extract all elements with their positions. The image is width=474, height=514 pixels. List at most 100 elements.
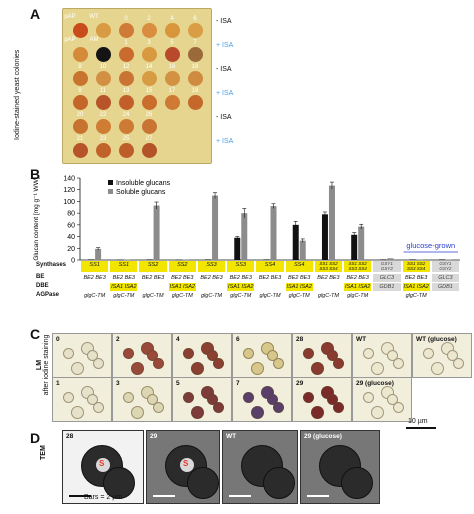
table-cell: BE2 BE3 xyxy=(288,275,311,281)
colony xyxy=(188,71,203,86)
colony-number: 24 xyxy=(122,112,130,118)
panel-label-b: B xyxy=(30,166,41,182)
colony-number: 3 xyxy=(147,40,151,46)
table-cell: glgC-TM xyxy=(259,293,281,299)
table-cell: SS3 xyxy=(227,261,255,272)
yeast-cell xyxy=(363,348,374,359)
colony-number: 11 xyxy=(99,88,107,94)
yeast-cell xyxy=(423,348,434,359)
colony xyxy=(73,47,88,62)
colony-number: 21 xyxy=(76,136,84,142)
table-cell: ISA1 ISA2 xyxy=(344,283,372,291)
yeast-cell xyxy=(273,358,284,369)
colony xyxy=(188,23,203,38)
lm-image-label: 28 xyxy=(296,336,304,343)
yeast-cell xyxy=(273,402,284,413)
colony xyxy=(142,119,157,134)
table-cell: BE2 BE3 xyxy=(141,275,165,281)
lm-image: 28 xyxy=(292,333,352,378)
table-cell: SS1 SS2 SS3 SS4 xyxy=(314,261,343,272)
colony-number: 17 xyxy=(168,88,176,94)
tem-cell xyxy=(263,467,295,499)
table-cell: SS1 SS2 SS3 SS4 xyxy=(344,261,372,272)
tem-image-label: WT xyxy=(226,433,237,440)
legend-swatch xyxy=(108,180,113,185)
table-cell: GLC3 xyxy=(431,274,459,282)
bar xyxy=(387,258,394,260)
lm-image: WT (glucose) xyxy=(412,333,472,378)
y-tick-label: 120 xyxy=(63,187,75,194)
colony-number: 5 xyxy=(170,40,174,46)
bar xyxy=(117,259,124,261)
lm-image-label: 29 (glucose) xyxy=(356,380,394,387)
tem-cell xyxy=(187,467,219,499)
yeast-cell xyxy=(303,348,314,359)
yeast-cell xyxy=(207,350,218,361)
yeast-cell xyxy=(251,406,264,419)
table-cell: GSY1 GSY2 xyxy=(373,261,401,272)
yeast-cell xyxy=(207,394,218,405)
colony xyxy=(119,47,134,62)
yeast-cell xyxy=(431,362,444,375)
yeast-cell xyxy=(311,362,324,375)
panel-label-a: A xyxy=(30,6,41,22)
bar xyxy=(416,259,423,260)
colony xyxy=(188,47,203,62)
colony-number: 19 xyxy=(191,88,199,94)
colony-number: 15 xyxy=(145,88,153,94)
strain-label: pAP xyxy=(64,14,76,20)
table-cell: ISA1 ISA2 xyxy=(168,283,196,291)
bar xyxy=(182,259,189,260)
colony xyxy=(119,119,134,134)
bar xyxy=(292,224,299,260)
yeast-cell xyxy=(153,358,164,369)
tem-scale-bar xyxy=(153,495,175,497)
colony xyxy=(96,95,111,110)
panel-a-ylabel: Iodine-stained yeast colonies xyxy=(14,49,21,140)
colony xyxy=(73,143,88,158)
colony xyxy=(96,47,111,62)
colony xyxy=(73,119,88,134)
lm-image-label: 2 xyxy=(116,336,120,343)
table-cell: glgC-TM xyxy=(113,293,135,299)
bar xyxy=(205,259,212,260)
colony-number: 16 xyxy=(168,64,176,70)
colony-number: 14 xyxy=(145,64,153,70)
lm-image: 0 xyxy=(52,333,112,378)
yeast-cell xyxy=(87,350,98,361)
yeast-cell xyxy=(393,358,404,369)
tem-image-label: 29 xyxy=(150,433,158,440)
isa-tag: + ISA xyxy=(216,138,234,145)
colony xyxy=(96,71,111,86)
legend-swatch xyxy=(108,189,113,194)
colony-number: 13 xyxy=(122,88,130,94)
colony xyxy=(165,71,180,86)
colony xyxy=(142,23,157,38)
table-cell: SS3 xyxy=(197,261,226,272)
yeast-cell xyxy=(371,406,384,419)
yeast-cell xyxy=(303,392,314,403)
table-cell: BE2 BE3 xyxy=(229,275,252,281)
table-cell: glgC-TM xyxy=(142,293,164,299)
table-cell: GDB1 xyxy=(431,283,459,291)
yeast-cell xyxy=(93,402,104,413)
bar xyxy=(146,259,153,260)
lm-image: 5 xyxy=(172,377,232,422)
table-cell: glgC-TM xyxy=(347,293,369,299)
table-cell: ISA1 ISA2 xyxy=(285,283,313,291)
table-cell: glgC-TM xyxy=(405,293,427,299)
yeast-cell xyxy=(63,392,74,403)
colony-number: 18 xyxy=(191,64,199,70)
bar xyxy=(438,259,445,260)
bar xyxy=(299,240,306,260)
strain-label: AM xyxy=(89,37,99,43)
tem-cell xyxy=(341,467,373,499)
yeast-cell xyxy=(327,394,338,405)
table-cell: glgC-TM xyxy=(171,293,193,299)
lm-image: 2 xyxy=(112,333,172,378)
tem-scale-bar xyxy=(307,495,329,497)
table-cell: BE2 BE3 xyxy=(404,275,428,281)
colony-number: 2 xyxy=(147,16,151,22)
